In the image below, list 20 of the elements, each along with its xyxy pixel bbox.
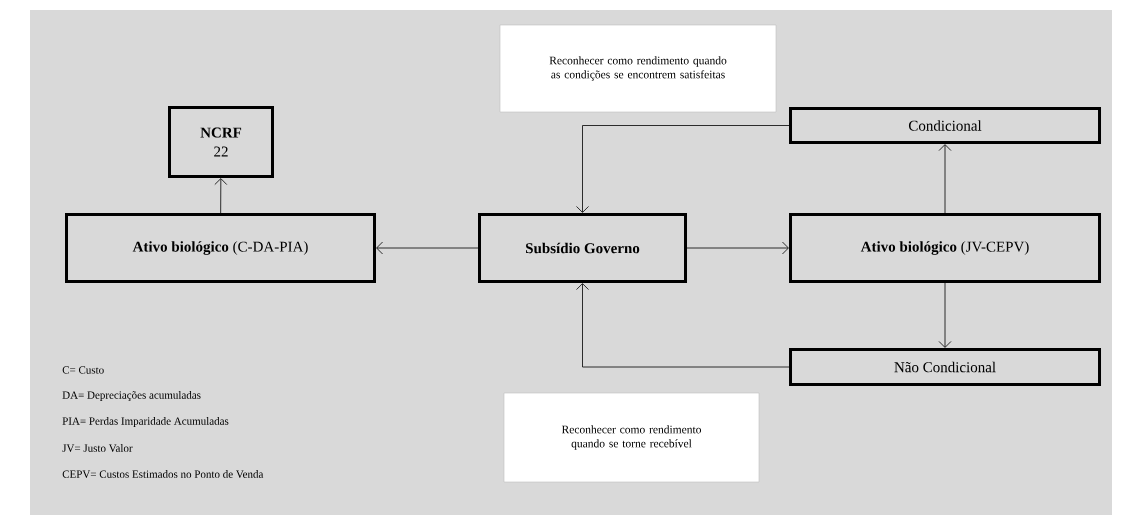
process-box: Não Condicional	[789, 348, 1101, 386]
arrow	[214, 178, 228, 214]
arrow	[376, 241, 479, 255]
arrow	[938, 144, 952, 214]
abbreviation-note: JV= Justo Valor	[62, 444, 133, 452]
process-box: Ativo biológico (C-DA-PIA)	[65, 213, 376, 283]
abbreviation-note: CEPV= Custos Estimados no Ponto de Venda	[62, 470, 264, 478]
process-box: Condicional	[789, 107, 1101, 144]
arrow	[938, 282, 952, 348]
process-box: Subsídio Governo	[478, 213, 687, 283]
arrow	[576, 125, 790, 213]
process-box: Ativo biológico (JV-CEPV)	[789, 213, 1101, 283]
abbreviation-note: C= Custo	[62, 366, 104, 374]
abbreviation-note: PIA= Perdas Imparidade Acumuladas	[62, 417, 229, 427]
arrow	[686, 241, 789, 255]
process-box: NCRF 22	[168, 106, 274, 178]
abbreviation-note: DA= Depreciações acumuladas	[62, 391, 201, 401]
note-box: Reconhecer como rendimento quando as condições se encontrem satisfeitas	[499, 24, 777, 113]
note-box: Reconhecer como rendimento quando se torne recebível	[503, 392, 760, 483]
arrow	[576, 283, 790, 368]
